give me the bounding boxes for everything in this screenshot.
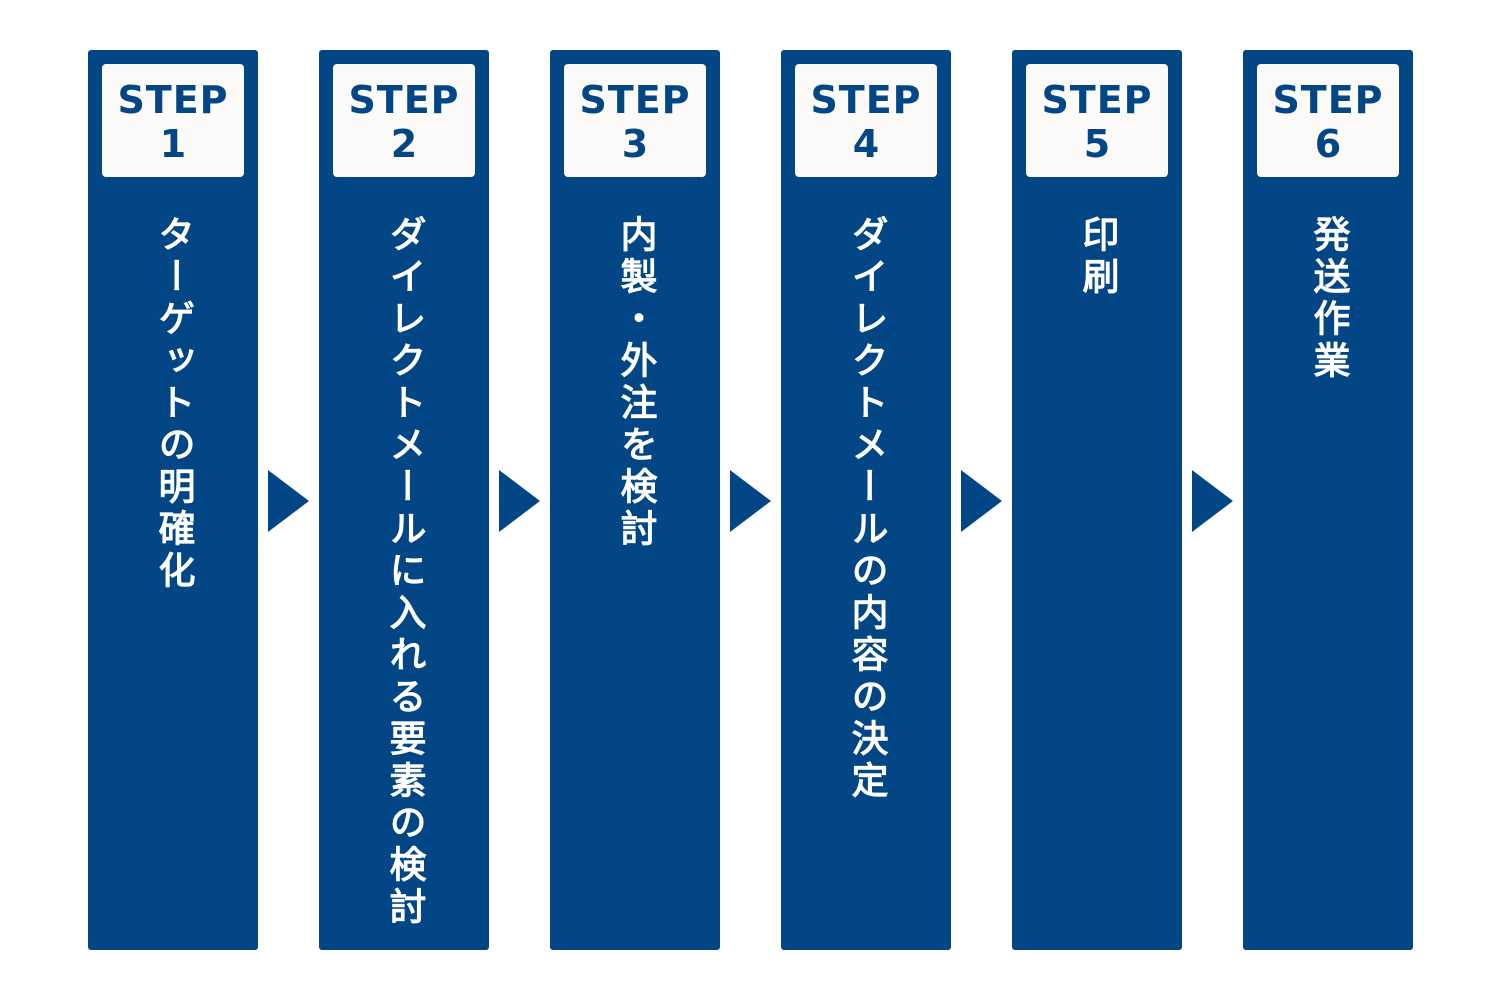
step-column-6: STEP 6 発送作業: [1243, 50, 1413, 950]
triangle-right-icon: [1192, 470, 1233, 532]
step-title: 印刷: [1076, 215, 1119, 299]
step-label-box: STEP 3: [564, 64, 706, 177]
step-column-2: STEP 2 ダイレクトメールに入れる要素の検討: [319, 50, 489, 950]
step-title: ダイレクトメールの内容の決定: [845, 215, 888, 803]
step-number: 6: [1314, 122, 1342, 166]
step-column-5: STEP 5 印刷: [1012, 50, 1182, 950]
step-label-box: STEP 6: [1257, 64, 1399, 177]
step-number: 5: [1083, 122, 1111, 166]
triangle-right-icon: [499, 470, 540, 532]
step-label: STEP: [579, 78, 691, 122]
triangle-right-icon: [961, 470, 1002, 532]
step-column-3: STEP 3 内製・外注を検討: [550, 50, 720, 950]
step-number: 2: [390, 122, 418, 166]
step-label: STEP: [117, 78, 229, 122]
step-number: 3: [621, 122, 649, 166]
step-number: 4: [852, 122, 880, 166]
triangle-right-icon: [268, 470, 309, 532]
step-title: ターゲットの明確化: [152, 215, 195, 593]
step-label: STEP: [810, 78, 922, 122]
step-label: STEP: [1041, 78, 1153, 122]
step-label-box: STEP 5: [1026, 64, 1168, 177]
step-label-box: STEP 1: [102, 64, 244, 177]
step-title: 内製・外注を検討: [614, 215, 657, 551]
step-label-box: STEP 4: [795, 64, 937, 177]
step-column-1: STEP 1 ターゲットの明確化: [88, 50, 258, 950]
step-label-box: STEP 2: [333, 64, 475, 177]
step-number: 1: [159, 122, 187, 166]
step-label: STEP: [348, 78, 460, 122]
step-column-4: STEP 4 ダイレクトメールの内容の決定: [781, 50, 951, 950]
step-title: ダイレクトメールに入れる要素の検討: [383, 215, 426, 929]
step-label: STEP: [1272, 78, 1384, 122]
triangle-right-icon: [730, 470, 771, 532]
step-title: 発送作業: [1307, 215, 1350, 383]
